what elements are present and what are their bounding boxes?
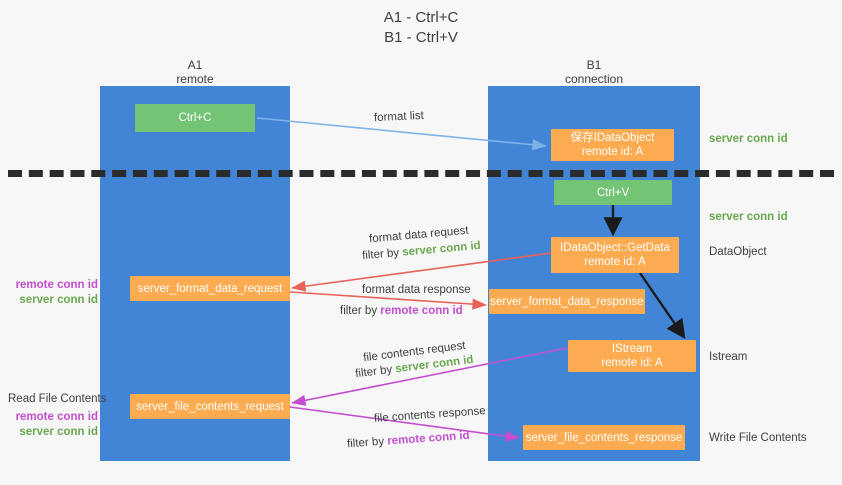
node-ctrl-c-label: Ctrl+C bbox=[178, 112, 212, 124]
node-server-format-data-request[interactable]: server_format_data_request bbox=[130, 276, 290, 301]
left-label-group-format: remote conn id server conn id bbox=[10, 278, 98, 308]
right-label-write-file-contents: Write File Contents bbox=[709, 432, 807, 444]
left-label-server-conn-id-1: server conn id bbox=[19, 294, 98, 306]
filter-prefix: filter by bbox=[346, 435, 388, 451]
title-line-1: A1 - Ctrl+C bbox=[383, 9, 459, 26]
filter-prefix: filter by bbox=[340, 305, 381, 317]
token-remote-conn-id: remote conn id bbox=[386, 429, 470, 448]
node-save-idataobject-line1: 保存IDataObject bbox=[570, 132, 655, 144]
left-label-server-conn-id-2: server conn id bbox=[19, 426, 98, 438]
lane-header-b1: B1 connection bbox=[488, 58, 700, 86]
title-line-2: B1 - Ctrl+V bbox=[384, 29, 458, 46]
node-server-file-contents-response[interactable]: server_file_contents_response bbox=[523, 425, 685, 450]
phase-divider bbox=[8, 170, 834, 177]
left-label-remote-conn-id-2: remote conn id bbox=[15, 411, 98, 423]
diagram-title: A1 - Ctrl+C B1 - Ctrl+V bbox=[0, 8, 842, 48]
right-label-dataobject: DataObject bbox=[709, 246, 767, 258]
right-label-server-conn-id-second: server conn id bbox=[709, 211, 788, 223]
lane-b1-name: B1 bbox=[586, 58, 602, 72]
edge-label-file-contents-response-filter: filter by remote conn id bbox=[347, 429, 470, 453]
node-server-file-contents-request-label: server_file_contents_request bbox=[136, 400, 284, 413]
edge-label-file-contents-response: file contents response bbox=[374, 404, 487, 427]
lane-a1-name: A1 bbox=[187, 58, 203, 72]
node-server-format-data-request-label: server_format_data_request bbox=[137, 282, 283, 295]
node-getdata-line2: remote id: A bbox=[584, 256, 646, 268]
edge-label-format-list: format list bbox=[374, 109, 424, 126]
edge-label-format-data-response-filter: filter by remote conn id bbox=[340, 304, 463, 319]
node-server-file-contents-request[interactable]: server_file_contents_request bbox=[130, 394, 290, 419]
node-getdata-line1: IDataObject::GetData bbox=[560, 242, 670, 254]
node-istream[interactable]: IStream remote id: A bbox=[568, 340, 696, 372]
node-istream-line1: IStream bbox=[611, 343, 653, 355]
right-label-server-conn-id-top: server conn id bbox=[709, 133, 788, 145]
lane-a1-subtitle: remote bbox=[176, 72, 214, 86]
node-ctrl-v[interactable]: Ctrl+V bbox=[554, 180, 672, 205]
filter-prefix: filter by bbox=[354, 363, 397, 381]
lane-header-a1: A1 remote bbox=[100, 58, 290, 86]
node-ctrl-v-label: Ctrl+V bbox=[596, 186, 630, 199]
edge-label-format-list-text: format list bbox=[373, 109, 425, 125]
node-ctrl-c[interactable]: Ctrl+C bbox=[135, 104, 255, 132]
node-server-file-contents-response-label: server_file_contents_response bbox=[525, 431, 683, 444]
right-label-istream: Istream bbox=[709, 351, 748, 363]
left-label-remote-conn-id-1: remote conn id bbox=[15, 279, 98, 291]
node-save-idataobject-line2: remote id: A bbox=[581, 146, 644, 158]
token-remote-conn-id: remote conn id bbox=[380, 305, 463, 317]
left-label-group-file: remote conn id server conn id bbox=[10, 410, 98, 440]
node-istream-line2: remote id: A bbox=[601, 357, 663, 369]
edge-label-file-contents-response-text: file contents response bbox=[373, 405, 487, 425]
edge-label-format-data-response: format data response bbox=[362, 283, 471, 298]
filter-prefix: filter by bbox=[361, 246, 403, 263]
left-label-read-file-contents: Read File Contents bbox=[8, 393, 107, 405]
node-save-idataobject[interactable]: 保存IDataObject remote id: A bbox=[551, 129, 674, 161]
node-getdata[interactable]: IDataObject::GetData remote id: A bbox=[551, 237, 679, 273]
node-server-format-data-response-label: server_format_data_response bbox=[490, 295, 644, 308]
lane-b1-subtitle: connection bbox=[564, 72, 624, 86]
edge-label-format-data-response-text: format data response bbox=[362, 284, 471, 296]
node-server-format-data-response[interactable]: server_format_data_response bbox=[489, 289, 645, 314]
